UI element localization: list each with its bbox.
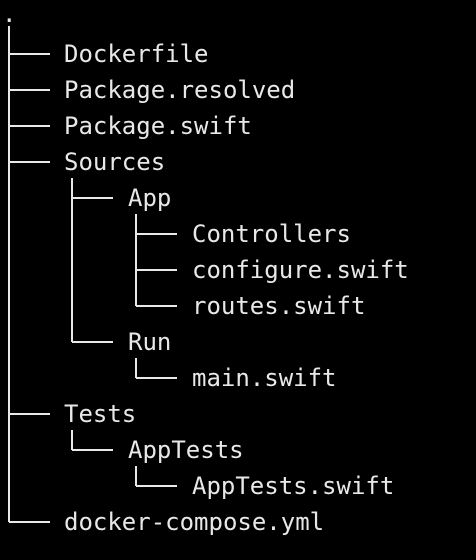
tree-item-package-resolved: Package.resolved bbox=[64, 76, 296, 104]
tree-item-configure-swift: configure.swift bbox=[192, 256, 409, 284]
tree-item-apptests-swift: AppTests.swift bbox=[192, 472, 395, 500]
tree-item-docker-compose: docker-compose.yml bbox=[64, 508, 325, 536]
tree-item-apptests: AppTests bbox=[128, 436, 244, 464]
tree-item-routes-swift: routes.swift bbox=[192, 292, 366, 320]
tree-item-dockerfile: Dockerfile bbox=[64, 40, 209, 68]
tree-item-package-swift: Package.swift bbox=[64, 112, 252, 140]
tree-item-main-swift: main.swift bbox=[192, 364, 337, 392]
tree-item-sources: Sources bbox=[64, 148, 166, 176]
tree-item-controllers: Controllers bbox=[192, 220, 351, 248]
tree-root: . bbox=[2, 0, 17, 28]
tree-item-app: App bbox=[128, 184, 172, 212]
tree-item-run: Run bbox=[128, 328, 172, 356]
tree-item-tests: Tests bbox=[64, 400, 137, 428]
